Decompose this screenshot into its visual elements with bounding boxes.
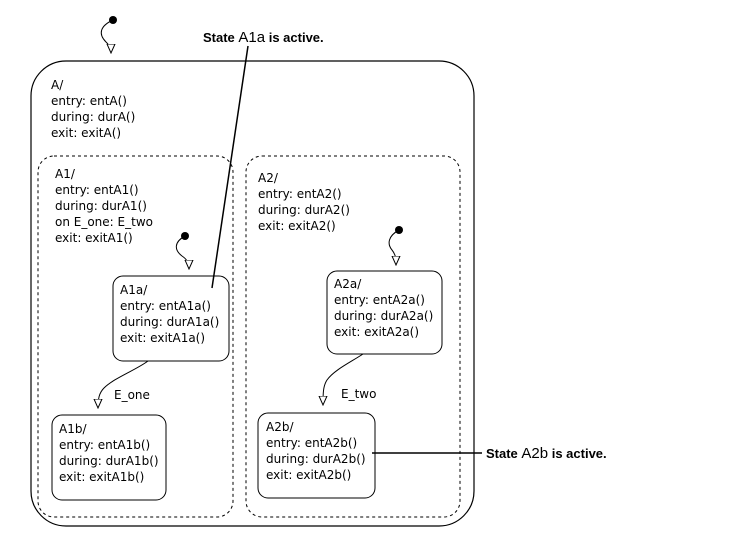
state-A1a-exit: exit: exitA1a() [120,331,205,345]
initial-transition-A2a [388,226,403,265]
transition-label-E-one: E_one [114,388,150,402]
state-A1-entry: entry: entA1() [55,183,139,197]
state-A2[interactable]: A2/ entry: entA2() during: durA2() exit:… [245,155,461,518]
state-A1-during: during: durA1() [55,199,147,213]
initial-arrow [388,229,399,265]
state-A1b-during: during: durA1b() [59,454,159,468]
callout-right: State A2b is active. [372,445,607,462]
state-A[interactable]: A/ entry: entA() during: durA() exit: ex… [30,60,475,527]
state-A1a-entry: entry: entA1a() [120,299,211,313]
state-A1[interactable]: A1/ entry: entA1() during: durA1() on E_… [37,155,234,518]
state-A1-exit: exit: exitA1() [55,231,133,245]
state-A2-exit: exit: exitA2() [258,219,336,233]
state-A2a-entry: entry: entA2a() [334,293,425,307]
state-A1-on-event: on E_one: E_two [55,215,153,229]
callout-right-text: State A2b is active. [486,445,607,462]
state-A-name: A/ [51,78,64,92]
initial-transition-A [100,16,117,53]
state-A1a-during: during: durA1a() [120,315,219,329]
state-A1a-name: A1a/ [120,283,148,297]
state-A2b-entry: entry: entA2b() [266,436,357,450]
state-A2-during: during: durA2() [258,203,350,217]
state-A1b[interactable]: A1b/ entry: entA1b() during: durA1b() ex… [51,414,167,501]
state-A2b-during: during: durA2b() [266,452,366,466]
state-A-entry: entry: entA() [51,94,127,108]
state-A-exit: exit: exitA() [51,126,121,140]
transition-arrow [98,360,149,408]
state-A2-name: A2/ [258,171,279,185]
callout-top-text: State A1a is active. [203,29,324,46]
callout-leader-line [211,45,249,289]
transition-A1a-A1b: E_one [98,360,150,408]
state-A2a[interactable]: A2a/ entry: entA2a() during: durA2a() ex… [326,270,443,355]
state-A1b-name: A1b/ [59,422,87,436]
state-A2a-exit: exit: exitA2a() [334,325,419,339]
transition-arrow [323,353,364,405]
state-A2b-exit: exit: exitA2b() [266,468,351,482]
transition-A2a-A2b: E_two [323,353,376,405]
state-A2a-during: during: durA2a() [334,309,433,323]
initial-arrow [100,19,113,53]
state-A1-name: A1/ [55,167,76,181]
initial-transition-A1a [175,232,189,269]
state-A2a-name: A2a/ [334,277,362,291]
state-A1b-entry: entry: entA1b() [59,438,150,452]
state-A2b[interactable]: A2b/ entry: entA2b() during: durA2b() ex… [257,412,376,499]
state-A1b-exit: exit: exitA1b() [59,470,144,484]
state-A-during: during: durA() [51,110,135,124]
state-A1a[interactable]: A1a/ entry: entA1a() during: durA1a() ex… [112,275,230,362]
state-A2-entry: entry: entA2() [258,187,342,201]
callout-top: State A1a is active. [203,29,324,289]
state-A2b-name: A2b/ [266,420,294,434]
transition-label-E-two: E_two [341,387,376,401]
initial-arrow [175,235,189,269]
